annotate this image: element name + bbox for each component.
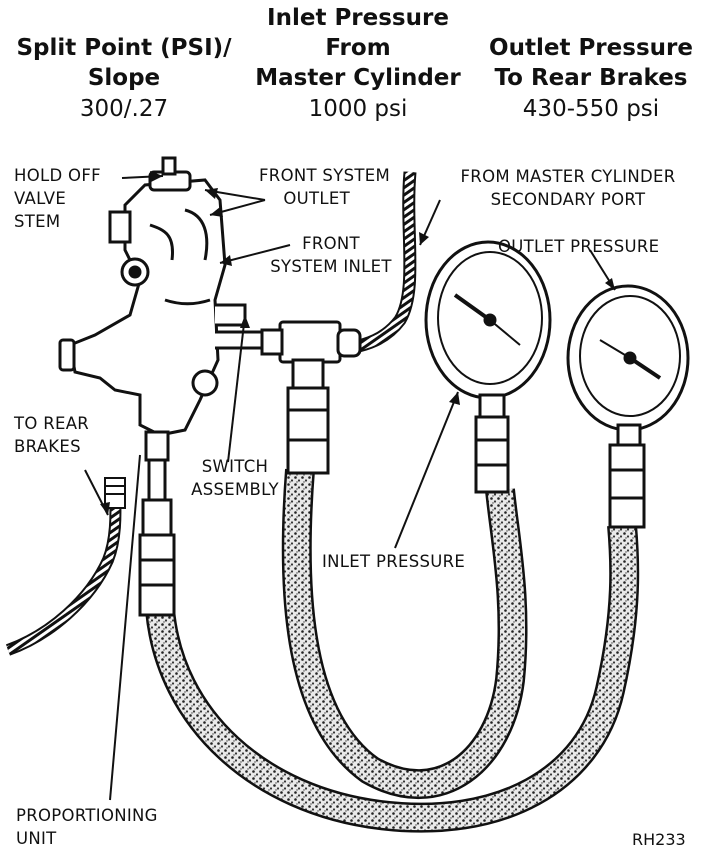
split-point-value: 300/.27 [79, 96, 169, 122]
inlet-pressure-gauge [424, 240, 552, 494]
proportioning-valve [58, 156, 267, 617]
header-split-point: Split Point (PSI)/ Slope 300/.27 [4, 33, 244, 125]
label-front-system-outlet: FRONT SYSTEM OUTLET [259, 166, 390, 208]
inlet-gauge-hose [281, 468, 528, 800]
from-heading: From [325, 35, 391, 61]
label-switch-assembly: SWITCH ASSEMBLY [191, 457, 279, 499]
leader-arrowheads [100, 171, 615, 515]
header-inlet-pressure: Inlet Pressure From Master Cylinder 1000… [248, 3, 468, 125]
outlet-pressure-heading: Outlet Pressure [489, 35, 693, 61]
master-cylinder-line [348, 171, 417, 355]
label-proportioning-unit: PROPORTIONING UNIT [16, 806, 158, 848]
label-to-rear-brakes: TO REAR BRAKES [14, 414, 90, 456]
leader-lines [84, 175, 616, 801]
outlet-pressure-value: 430-550 psi [522, 96, 660, 122]
inlet-pressure-value: 1000 psi [308, 96, 408, 122]
split-point-heading: Split Point (PSI)/ [16, 35, 232, 61]
rear-brake-line [5, 477, 126, 656]
to-rear-brakes-heading: To Rear Brakes [494, 65, 688, 91]
outlet-gauge-hose [145, 523, 640, 833]
tee-fitting [260, 320, 362, 475]
figure-code: RH233 [632, 830, 686, 849]
master-cylinder-heading: Master Cylinder [255, 65, 461, 91]
outlet-pressure-gauge [566, 284, 690, 529]
slope-heading: Slope [87, 65, 161, 91]
label-hold-off-valve-stem: HOLD OFF VALVE STEM [14, 166, 101, 231]
label-inlet-pressure: INLET PRESSURE [322, 552, 466, 571]
inlet-pressure-heading: Inlet Pressure [267, 5, 449, 31]
label-outlet-pressure: OUTLET PRESSURE [498, 237, 660, 256]
header-outlet-pressure: Outlet Pressure To Rear Brakes 430-550 p… [478, 33, 704, 125]
label-from-master-cylinder: FROM MASTER CYLINDER SECONDARY PORT [460, 167, 676, 209]
label-front-system-inlet: FRONT SYSTEM INLET [270, 234, 392, 276]
